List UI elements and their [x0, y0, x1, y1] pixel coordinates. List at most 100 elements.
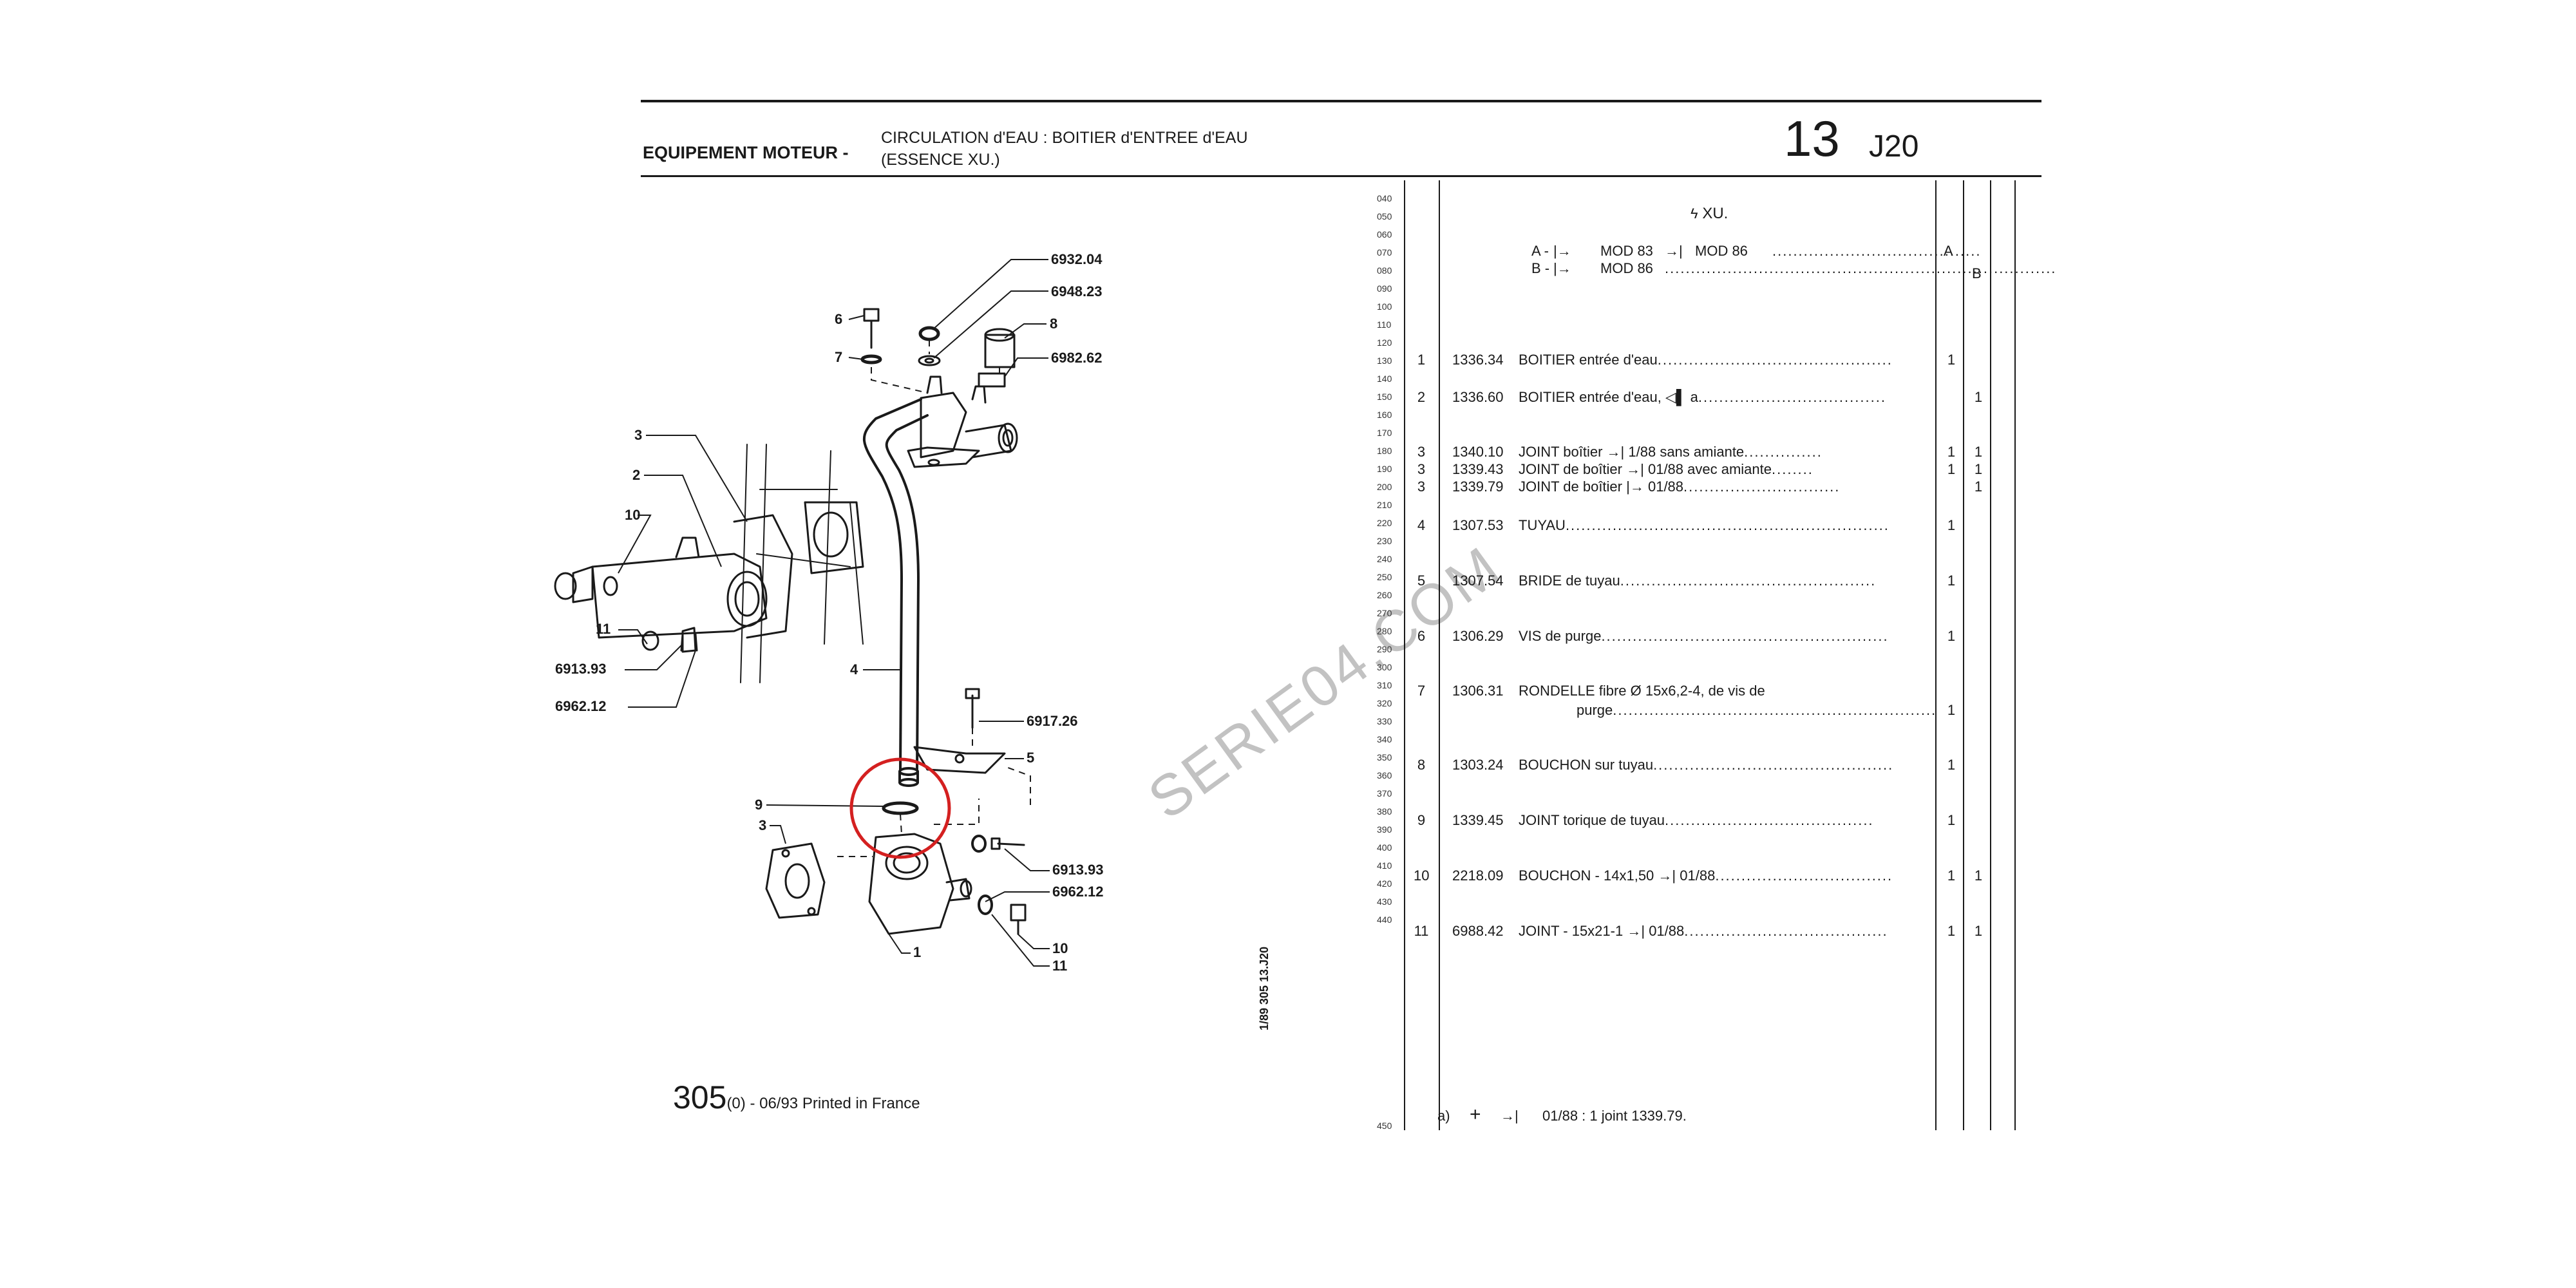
qty-a: 1 [1947, 573, 1956, 589]
variant-qty-b: B [1972, 265, 1982, 281]
item-number: 4 [1417, 517, 1426, 533]
line-number-column: 040 050 060 070 080 090 100 110 120 130 … [1377, 193, 1403, 1133]
callout-4: 4 [850, 661, 858, 677]
item-number: 2 [1417, 389, 1426, 405]
dot-leader: ........................................ [1772, 243, 1982, 259]
line-number: 210 [1377, 500, 1392, 510]
qty-a: 1 [1947, 757, 1956, 773]
header-top-rule [641, 100, 2041, 102]
qty-b: 1 [1974, 444, 1983, 460]
part-reference: 1306.29 [1452, 628, 1504, 644]
line-number: 360 [1377, 770, 1392, 781]
line-number: 280 [1377, 626, 1392, 636]
line-number: 040 [1377, 193, 1392, 204]
line-number: 230 [1377, 536, 1392, 546]
part-reference: 1339.45 [1452, 812, 1504, 828]
callout-1: 1 [913, 944, 922, 960]
part-reference: 1307.53 [1452, 517, 1504, 533]
part-reference: 1307.54 [1452, 573, 1504, 589]
col-rule-1 [1404, 180, 1405, 1130]
part-description: JOINT torique de tuyau..................… [1519, 812, 1874, 828]
arrow-end-icon: →| [1665, 243, 1683, 259]
part-description: BOUCHON - 14x1,50 →| 01/88..............… [1519, 867, 1893, 884]
engine-label: XU. [1702, 205, 1728, 222]
part-description-continued: purge...................................… [1577, 702, 1937, 718]
item-number: 7 [1417, 683, 1426, 699]
edition-info: (0) - 06/93 Printed in France [726, 1095, 920, 1112]
item-number: 9 [1417, 812, 1426, 828]
section-title: EQUIPEMENT MOTEUR - [643, 143, 849, 162]
footnote-prefix: a) [1437, 1108, 1450, 1124]
callout-6: 6 [835, 311, 843, 327]
arrow-start-icon: |→ [1553, 243, 1571, 259]
line-number: 370 [1377, 788, 1392, 799]
qty-a: 1 [1947, 867, 1956, 884]
variant-to: MOD 86 [1695, 243, 1748, 259]
arrow-end-icon: →| [1626, 461, 1644, 477]
o-ring [882, 801, 919, 815]
callout-11-lower: 11 [1052, 958, 1068, 974]
part-reference: 1336.34 [1452, 352, 1504, 368]
col-rule-6 [2014, 180, 2016, 1130]
qty-a: 1 [1947, 628, 1956, 644]
model-number: 305 [673, 1079, 727, 1115]
line-number: 430 [1377, 896, 1392, 907]
line-number: 130 [1377, 355, 1392, 366]
line-number: 320 [1377, 698, 1392, 708]
callout-8: 8 [1050, 316, 1058, 332]
qty-a: 1 [1947, 702, 1956, 718]
line-number: 050 [1377, 211, 1392, 222]
part-description: JOINT de boîtier →| 01/88 avec amiante..… [1519, 461, 1814, 477]
part-description: TUYAU...................................… [1519, 517, 1889, 533]
line-number: 260 [1377, 590, 1392, 600]
qty-a: 1 [1947, 352, 1956, 368]
part-description: JOINT - 15x21-1 →| 01/88................… [1519, 923, 1888, 939]
line-number: 160 [1377, 410, 1392, 420]
part-reference: 1339.43 [1452, 461, 1504, 477]
qty-a: 1 [1947, 517, 1956, 533]
callout-6982-62: 6982.62 [1051, 350, 1103, 366]
qty-a: 1 [1947, 923, 1956, 939]
casting-mark-icon: ◁▌ [1665, 389, 1687, 405]
part-reference: 1339.79 [1452, 478, 1504, 495]
dot-leader: ........................................… [1665, 260, 2057, 276]
side-reference-code: 1/89 305 13.J20 [1258, 946, 1271, 1030]
callout-10-upper: 10 [625, 507, 641, 523]
callout-6932-04: 6932.04 [1051, 251, 1103, 267]
line-number: 290 [1377, 644, 1392, 654]
line-number: 310 [1377, 680, 1392, 690]
callout-5: 5 [1027, 750, 1035, 766]
lower-housing [868, 833, 972, 935]
item-number: 6 [1417, 628, 1426, 644]
pipe-head [907, 375, 1018, 468]
page-title-line1: CIRCULATION d'EAU : BOITIER d'ENTREE d'E… [881, 129, 1248, 147]
part-reference: 1303.24 [1452, 757, 1504, 773]
part-description: BOITIER entrée d'eau, ◁▌ a..............… [1519, 389, 1886, 405]
line-number: 180 [1377, 446, 1392, 456]
bottom-fasteners [971, 835, 1027, 935]
callout-6962-12-lower: 6962.12 [1052, 884, 1104, 900]
line-number: 200 [1377, 482, 1392, 492]
qty-b: 1 [1974, 461, 1983, 477]
callout-9: 9 [755, 797, 763, 813]
line-number: 440 [1377, 914, 1392, 925]
line-number: 240 [1377, 554, 1392, 564]
col-rule-3 [1935, 180, 1937, 1130]
qty-a: 1 [1947, 461, 1956, 477]
line-number: 120 [1377, 337, 1392, 348]
line-number: 300 [1377, 662, 1392, 672]
item-number: 5 [1417, 573, 1426, 589]
line-number: 250 [1377, 572, 1392, 582]
line-number: 410 [1377, 860, 1392, 871]
arrow-end-icon: →| [1658, 867, 1676, 884]
qty-b: 1 [1974, 389, 1983, 405]
part-reference: 1340.10 [1452, 444, 1504, 460]
part-description: BOUCHON sur tuyau.......................… [1519, 757, 1894, 773]
line-number: 270 [1377, 608, 1392, 618]
line-number: 060 [1377, 229, 1392, 240]
exploded-parts-diagram [554, 259, 1050, 967]
qty-a: 1 [1947, 444, 1956, 460]
footnote-text: 01/88 : 1 joint 1339.79. [1542, 1108, 1687, 1124]
qty-b: 1 [1974, 478, 1983, 495]
callout-3-lower: 3 [759, 817, 767, 833]
